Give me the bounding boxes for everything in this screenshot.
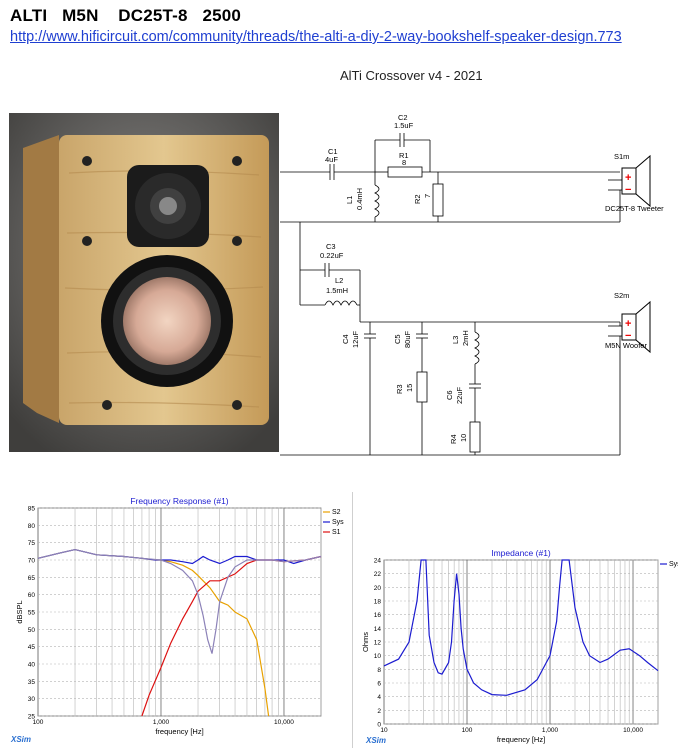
legend-entry: S1 xyxy=(332,529,341,536)
y-tick-label: 8 xyxy=(377,667,381,674)
thread-link[interactable]: http://www.hificircuit.com/community/thr… xyxy=(10,29,622,45)
crossover-title: AlTi Crossover v4 - 2021 xyxy=(340,68,483,83)
y-tick-label: 35 xyxy=(28,679,36,686)
r2-ref: R2 xyxy=(413,194,422,204)
y-tick-label: 14 xyxy=(374,626,382,633)
c3-ref: C3 xyxy=(326,242,336,251)
y-tick-label: 40 xyxy=(28,662,36,669)
y-tick-label: 22 xyxy=(374,571,382,578)
y-tick-label: 12 xyxy=(374,640,382,647)
y-axis-label: Ohms xyxy=(361,632,370,652)
y-tick-label: 4 xyxy=(377,694,381,701)
x-tick-label: 100 xyxy=(462,727,473,734)
series-line-unnamed xyxy=(37,548,322,654)
xsim-logo: XSim xyxy=(10,735,31,744)
y-tick-label: 2 xyxy=(377,708,381,715)
c4-value: 12uF xyxy=(351,330,360,348)
c1-ref: C1 xyxy=(328,147,338,156)
y-tick-label: 24 xyxy=(374,558,382,565)
s2m-ref: S2m xyxy=(614,291,629,300)
l3-value: 2mH xyxy=(461,330,470,346)
page-title: ALTI M5N DC25T-8 2500 xyxy=(10,6,242,25)
r4-ref: R4 xyxy=(449,434,458,444)
woofer-name: M5N Woofer xyxy=(605,341,647,350)
r1-ref: R1 xyxy=(399,151,409,160)
svg-text:+: + xyxy=(625,318,631,330)
legend-entry: Sys xyxy=(669,561,678,568)
r2-value: 7 xyxy=(423,194,432,198)
x-tick-label: 1,000 xyxy=(542,727,559,734)
chart-title: Frequency Response (#1) xyxy=(130,496,228,506)
y-tick-label: 10 xyxy=(374,653,382,660)
y-tick-label: 20 xyxy=(374,585,382,592)
tweeter-name: DC25T-8 Tweeter xyxy=(605,204,664,213)
c5-value: 80uF xyxy=(403,330,412,348)
y-tick-label: 50 xyxy=(28,627,36,634)
y-tick-label: 45 xyxy=(28,644,36,651)
divider xyxy=(352,492,353,748)
y-tick-label: 18 xyxy=(374,599,382,606)
y-tick-label: 85 xyxy=(28,506,36,513)
y-tick-label: 30 xyxy=(28,696,36,703)
r3-ref: R3 xyxy=(395,384,404,394)
svg-text:−: − xyxy=(625,184,631,196)
y-tick-label: 0 xyxy=(377,722,381,729)
y-tick-label: 80 xyxy=(28,523,36,530)
chart-title: Impedance (#1) xyxy=(491,548,551,558)
y-tick-label: 6 xyxy=(377,681,381,688)
y-tick-label: 16 xyxy=(374,612,382,619)
c1-value: 4uF xyxy=(325,155,338,164)
y-axis-label: dBSPL xyxy=(15,600,24,623)
frequency-response-chart: 25 30 35 40 45 50 55 60 65 70 75 80 85 100 1,000 10,000… xyxy=(10,496,344,744)
x-tick-label: 100 xyxy=(33,719,44,726)
x-tick-label: 10,000 xyxy=(623,727,643,734)
x-tick-label: 1,000 xyxy=(153,719,170,726)
c3-value: 0.22uF xyxy=(320,251,344,260)
y-tick-label: 75 xyxy=(28,540,36,547)
x-axis-label: frequency [Hz] xyxy=(155,727,203,736)
c4-ref: C4 xyxy=(341,334,350,344)
l1-value: 0.4mH xyxy=(355,188,364,210)
r4-value: 10 xyxy=(459,434,468,442)
speaker-photo xyxy=(9,113,279,452)
c6-value: 22uF xyxy=(455,386,464,404)
l1-ref: L1 xyxy=(345,196,354,204)
c2-value: 1.5uF xyxy=(394,121,414,130)
x-tick-label: 10 xyxy=(380,727,388,734)
x-axis-label: frequency [Hz] xyxy=(497,735,545,744)
y-tick-label: 55 xyxy=(28,610,36,617)
l2-value: 1.5mH xyxy=(326,286,348,295)
r3-value: 15 xyxy=(405,384,414,392)
y-tick-label: 60 xyxy=(28,592,36,599)
c2-ref: C2 xyxy=(398,113,408,122)
s1m-ref: S1m xyxy=(614,152,629,161)
r1-value: 8 xyxy=(402,158,406,167)
legend-entry: Sys xyxy=(332,519,344,526)
svg-text:+: + xyxy=(625,172,631,184)
y-tick-label: 25 xyxy=(28,714,36,721)
xsim-logo: XSim xyxy=(365,736,386,745)
y-tick-label: 65 xyxy=(28,575,36,582)
c6-ref: C6 xyxy=(445,390,454,400)
crossover-schematic: + − + − S1m DC25T-8 Tweeter S2m M5N Woof… xyxy=(280,113,664,456)
l3-ref: L3 xyxy=(451,336,460,344)
l2-ref: L2 xyxy=(335,276,343,285)
series-line-sys xyxy=(383,559,659,696)
c5-ref: C5 xyxy=(393,334,402,344)
y-tick-label: 70 xyxy=(28,558,36,565)
svg-text:−: − xyxy=(625,330,631,342)
legend-entry: S2 xyxy=(332,509,341,516)
x-tick-label: 10,000 xyxy=(274,719,294,726)
